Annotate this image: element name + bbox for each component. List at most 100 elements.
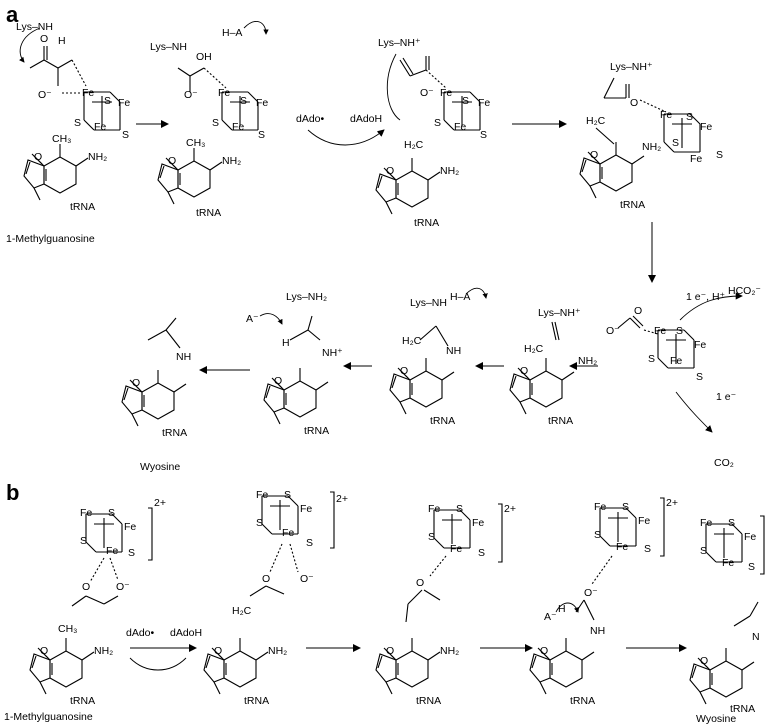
svg-text:NH: NH (446, 345, 461, 357)
svg-text:NH₂: NH₂ (88, 151, 107, 163)
label-wyosine-b: Wyosine (696, 713, 736, 725)
svg-text:S: S (80, 535, 87, 547)
svg-text:Lys–NH⁺: Lys–NH⁺ (610, 61, 653, 73)
svg-text:O⁻: O⁻ (184, 89, 198, 101)
svg-text:H₂C: H₂C (402, 335, 422, 347)
svg-text:H₂C: H₂C (404, 139, 424, 151)
svg-text:O: O (262, 573, 270, 585)
svg-text:O⁻: O⁻ (606, 325, 620, 337)
svg-text:tRNA: tRNA (244, 695, 269, 707)
a-formyl-cluster: O O⁻ Fe S Fe S Fe S (606, 305, 706, 383)
svg-text:S: S (240, 95, 247, 107)
a-struct-7: A⁻ Lys–NH₂ H NH⁺ O tRNA (246, 291, 343, 437)
b-struct-1: Fe S Fe S Fe S 2+ O O⁻ O CH₃ NH₂ tRNA 1-… (4, 497, 166, 723)
svg-text:NH₂: NH₂ (268, 645, 287, 657)
b-wyosine: Fe S Fe S Fe S N O tRNA Wyosine (689, 515, 765, 725)
svg-text:O⁻: O⁻ (116, 581, 130, 593)
svg-text:NH₂: NH₂ (440, 165, 459, 177)
svg-text:N: N (752, 631, 760, 643)
svg-text:O⁻: O⁻ (300, 573, 314, 585)
svg-text:HCO₂⁻: HCO₂⁻ (728, 285, 761, 297)
svg-text:S: S (672, 137, 679, 149)
svg-text:Lys–NH: Lys–NH (150, 41, 187, 53)
a-wyosine: NH O tRNA Wyosine (121, 317, 191, 473)
svg-text:S: S (648, 353, 655, 365)
svg-text:S: S (428, 531, 435, 543)
svg-text:O: O (34, 151, 42, 163)
svg-text:2+: 2+ (154, 497, 166, 509)
svg-text:Fe: Fe (670, 355, 682, 367)
svg-text:Fe: Fe (440, 87, 452, 99)
svg-text:O: O (40, 645, 48, 657)
svg-text:NH₂: NH₂ (222, 155, 241, 167)
svg-text:H₂C: H₂C (524, 343, 544, 355)
svg-text:Fe: Fe (256, 489, 268, 501)
b-struct-4: Fe S Fe S Fe S 2+ O⁻ A⁻ H NH O tRNA (529, 497, 678, 707)
svg-text:Fe: Fe (654, 325, 666, 337)
svg-text:Fe: Fe (690, 153, 702, 165)
label-1-methylguanosine-a: 1-Methylguanosine (6, 233, 95, 245)
svg-text:dAdo•: dAdo• (296, 113, 325, 125)
svg-text:S: S (74, 117, 81, 129)
svg-text:S: S (676, 325, 683, 337)
svg-text:H₂C: H₂C (232, 605, 252, 617)
svg-text:S: S (728, 517, 735, 529)
svg-text:Fe: Fe (94, 121, 106, 133)
svg-text:S: S (258, 129, 265, 141)
svg-text:NH: NH (590, 625, 605, 637)
a-struct-1: Lys–NH H O O⁻ Fe S Fe S Fe S O CH₃ NH₂ t… (6, 21, 130, 245)
svg-text:2+: 2+ (336, 493, 348, 505)
svg-text:Fe: Fe (594, 501, 606, 513)
svg-text:S: S (284, 489, 291, 501)
svg-text:O: O (520, 365, 528, 377)
svg-text:S: S (748, 561, 755, 573)
svg-text:S: S (716, 149, 723, 161)
svg-text:Fe: Fe (282, 527, 294, 539)
svg-text:S: S (256, 517, 263, 529)
svg-text:S: S (108, 507, 115, 519)
svg-text:S: S (478, 547, 485, 559)
svg-text:tRNA: tRNA (730, 703, 755, 715)
panel-b-label: b (6, 480, 19, 505)
svg-text:Fe: Fe (118, 97, 130, 109)
svg-text:O: O (386, 645, 394, 657)
panel-a-label: a (6, 2, 19, 27)
svg-text:O: O (132, 377, 140, 389)
svg-text:Fe: Fe (218, 87, 230, 99)
svg-text:NH₂: NH₂ (578, 355, 597, 367)
svg-text:Fe: Fe (700, 517, 712, 529)
svg-text:tRNA: tRNA (162, 427, 187, 439)
b-struct-2: Fe S Fe S Fe S 2+ O O⁻ H₂C O NH₂ tRNA (203, 489, 348, 707)
svg-text:tRNA: tRNA (430, 415, 455, 427)
svg-text:A⁻: A⁻ (246, 313, 259, 325)
svg-text:dAdoH: dAdoH (350, 113, 382, 125)
svg-text:Fe: Fe (694, 339, 706, 351)
label-wyosine-a: Wyosine (140, 461, 180, 473)
svg-text:OH: OH (196, 51, 212, 63)
svg-text:S: S (306, 537, 313, 549)
svg-text:Fe: Fe (82, 87, 94, 99)
svg-text:tRNA: tRNA (416, 695, 441, 707)
svg-text:O: O (214, 645, 222, 657)
svg-text:O⁻: O⁻ (38, 89, 52, 101)
svg-text:Lys–NH⁺: Lys–NH⁺ (378, 37, 421, 49)
svg-text:S: S (462, 95, 469, 107)
svg-text:1 e⁻, H⁺: 1 e⁻, H⁺ (686, 291, 725, 303)
svg-text:H: H (282, 337, 290, 349)
svg-text:Fe: Fe (472, 517, 484, 529)
svg-text:O: O (400, 365, 408, 377)
svg-text:O: O (82, 581, 90, 593)
svg-text:NH⁺: NH⁺ (322, 347, 343, 359)
svg-text:tRNA: tRNA (548, 415, 573, 427)
svg-text:Fe: Fe (450, 543, 462, 555)
svg-text:H–A: H–A (222, 27, 242, 39)
svg-text:NH₂: NH₂ (440, 645, 459, 657)
a-struct-6: Lys–NH H–A H₂C NH O tRNA (389, 287, 488, 427)
svg-text:tRNA: tRNA (620, 199, 645, 211)
b-struct-3: Fe S Fe S Fe S 2+ O O NH₂ tRNA (375, 503, 516, 707)
svg-text:dAdoH: dAdoH (170, 627, 202, 639)
svg-text:S: S (480, 129, 487, 141)
svg-text:S: S (696, 371, 703, 383)
svg-text:O: O (416, 577, 424, 589)
